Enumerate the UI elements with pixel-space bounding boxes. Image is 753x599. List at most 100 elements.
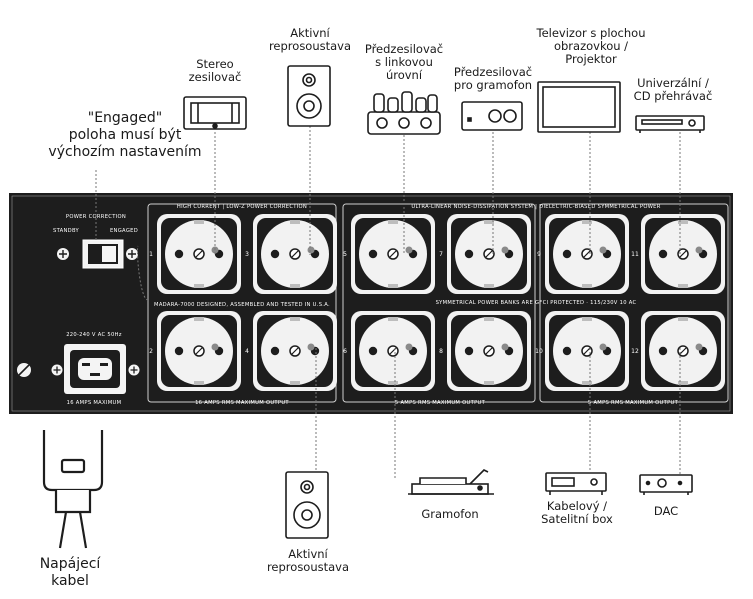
outlet-earth-clip — [290, 317, 300, 321]
outlet-8[interactable]: 8 — [439, 311, 531, 391]
outlet-earth-clip — [194, 284, 204, 288]
bank-2-max-text: 5 AMPS RMS MAXIMUM OUTPUT — [395, 400, 486, 406]
outlet-earth-clip — [290, 381, 300, 385]
outlet-6[interactable]: 6 — [343, 311, 435, 391]
outlet-number-label: 1 — [149, 251, 153, 258]
bank-1-frame — [147, 203, 337, 403]
active-speaker-top-icon — [287, 65, 331, 127]
active-speaker-bottom-icon — [285, 471, 329, 539]
outlet-number-label: 2 — [149, 348, 153, 355]
dac-label: DAC — [653, 504, 679, 518]
bank-1-max-text: 16 AMPS RMS MAXIMUM OUTPUT — [195, 400, 289, 406]
engaged-note-line-1: "Engaged" — [87, 110, 163, 126]
outlet-number-label: 5 — [343, 251, 347, 258]
outlet-4[interactable]: 4 — [245, 311, 337, 391]
connection-dot — [501, 343, 509, 351]
outlet-5[interactable]: 5 — [343, 214, 435, 294]
connection-dot — [211, 343, 219, 351]
engaged-note: "Engaged" poloha musí být výchozím nasta… — [40, 110, 210, 161]
outlet-earth-clip — [194, 381, 204, 385]
connection-dot — [599, 343, 607, 351]
voltage-label: 220-240 V AC 50Hz — [66, 332, 122, 338]
connection-dot — [695, 343, 703, 351]
power-cable-icon — [42, 430, 104, 549]
outlet-earth-clip — [484, 284, 494, 288]
bank-3-frame — [539, 203, 729, 403]
outlet-number-label: 11 — [631, 251, 639, 258]
active-speaker-top-label: Aktivní reprosoustava — [268, 26, 352, 53]
active-speaker-bottom-label: Aktivní reprosoustava — [266, 547, 350, 574]
connection-dot — [405, 343, 413, 351]
outlet-earth-clip — [678, 220, 688, 224]
connection-dot — [695, 246, 703, 254]
power-correction-label: POWER CORRECTION — [66, 214, 126, 220]
outlet-pin-hole — [368, 346, 378, 356]
outlet-1[interactable]: 1 — [149, 214, 241, 294]
inlet-screw-left-icon — [51, 364, 63, 376]
outlet-pin-hole — [174, 249, 184, 259]
outlet-10[interactable]: 10 — [535, 311, 629, 391]
outlet-earth-clip — [388, 284, 398, 288]
amps-max-label: 16 AMPS MAXIMUM — [67, 400, 122, 406]
outlet-earth-clip — [484, 220, 494, 224]
stereo-amplifier-icon — [183, 96, 247, 130]
outlet-number-label: 4 — [245, 348, 249, 355]
outlet-11[interactable]: 11 — [631, 214, 725, 294]
outlet-earth-clip — [290, 220, 300, 224]
tv-projector-icon — [537, 81, 621, 133]
outlet-number-label: 9 — [537, 251, 541, 258]
outlet-pin-hole — [464, 346, 474, 356]
outlet-pin-hole — [464, 249, 474, 259]
outlet-number-label: 10 — [535, 348, 543, 355]
banks-note-text: SYMMETRICAL POWER BANKS ARE GFCI PROTECT… — [436, 300, 637, 306]
outlet-pin-hole — [562, 346, 572, 356]
outlet-pin-hole — [270, 346, 280, 356]
outlet-earth-clip — [582, 284, 592, 288]
outlet-9[interactable]: 9 — [537, 214, 629, 294]
turntable-label: Gramofon — [421, 507, 479, 521]
outlet-2[interactable]: 2 — [149, 311, 241, 391]
dac-icon — [639, 474, 693, 495]
bank-3-max-text: 5 AMPS RMS MAXIMUM OUTPUT — [588, 400, 679, 406]
outlet-earth-clip — [678, 317, 688, 321]
outlet-earth-clip — [194, 220, 204, 224]
outlet-number-label: 6 — [343, 348, 347, 355]
outlet-number-label: 8 — [439, 348, 443, 355]
outlet-number-label: 12 — [631, 348, 639, 355]
cable-box-icon — [545, 472, 607, 495]
outlet-earth-clip — [582, 317, 592, 321]
cd-player-icon — [635, 115, 705, 133]
connection-dot — [405, 246, 413, 254]
outlet-earth-clip — [484, 317, 494, 321]
outlet-pin-hole — [368, 249, 378, 259]
connection-dot — [307, 343, 315, 351]
outlet-pin-hole — [270, 249, 280, 259]
inlet-screw-right-icon — [128, 364, 140, 376]
outlet-3[interactable]: 3 — [245, 214, 337, 294]
outlet-7[interactable]: 7 — [439, 214, 531, 294]
bank-23-title: ULTRA-LINEAR NOISE-DISSIPATION SYSTEM | … — [411, 204, 660, 210]
outlet-12[interactable]: 12 — [631, 311, 725, 391]
outlet-earth-clip — [582, 381, 592, 385]
outlet-earth-clip — [484, 381, 494, 385]
outlet-earth-clip — [388, 317, 398, 321]
bank-2-frame — [342, 203, 536, 403]
outlet-earth-clip — [678, 284, 688, 288]
stereo-amp-label: Stereo zesilovač — [188, 57, 242, 84]
engaged-note-line-3: výchozím nastavením — [48, 144, 202, 160]
line-preamp-icon — [367, 91, 441, 135]
outlet-earth-clip — [388, 381, 398, 385]
outlet-pin-hole — [658, 249, 668, 259]
outlet-earth-clip — [582, 220, 592, 224]
switch-screw-left-icon — [57, 248, 69, 260]
switch-screw-right-icon — [126, 248, 138, 260]
power-cable-label: Napájecí kabel — [39, 556, 101, 589]
outlet-earth-clip — [388, 220, 398, 224]
made-in-text: MADARA-7000 DESIGNED, ASSEMBLED AND TEST… — [154, 302, 330, 308]
line-preamp-label: Předzesilovač s linkovou úrovní — [364, 42, 444, 82]
connection-dot — [599, 246, 607, 254]
cable-box-label: Kabelový / Satelitní box — [541, 499, 613, 526]
outlet-earth-clip — [194, 317, 204, 321]
outlet-number-label: 3 — [245, 251, 249, 258]
